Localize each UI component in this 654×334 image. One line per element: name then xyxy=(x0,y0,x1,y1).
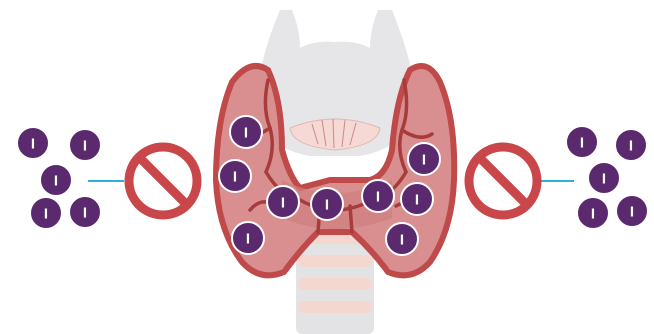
iodine-atom: I xyxy=(311,188,343,220)
iodine-symbol: I xyxy=(246,231,250,248)
iodine-symbol: I xyxy=(630,204,634,221)
iodine-atom: I xyxy=(232,222,264,254)
iodine-atom: I xyxy=(30,197,62,229)
iodine-atom: I xyxy=(616,195,648,227)
iodine-symbol: I xyxy=(629,138,633,155)
iodine-symbol: I xyxy=(400,232,404,249)
iodine-symbol: I xyxy=(44,206,48,223)
iodine-atom: I xyxy=(219,160,251,192)
iodine-atom: I xyxy=(40,164,72,196)
iodine-symbol: I xyxy=(31,136,35,153)
iodine-symbol: I xyxy=(281,195,285,212)
iodine-symbol: I xyxy=(602,171,606,188)
iodine-atom: I xyxy=(577,197,609,229)
iodine-atom: I xyxy=(566,126,598,158)
iodine-atom: I xyxy=(588,162,620,194)
left-prohibition-icon xyxy=(129,147,197,215)
iodine-symbol: I xyxy=(83,205,87,222)
iodine-symbol: I xyxy=(244,125,248,142)
iodine-atom: I xyxy=(386,223,418,255)
right-prohibition-icon xyxy=(469,147,537,215)
iodine-symbol: I xyxy=(54,173,58,190)
iodine-atom: I xyxy=(69,129,101,161)
iodine-atom: I xyxy=(408,143,440,175)
iodine-atom: I xyxy=(17,127,49,159)
iodine-atom: I xyxy=(230,116,262,148)
iodine-symbol: I xyxy=(415,192,419,209)
iodine-symbol: I xyxy=(376,189,380,206)
iodine-symbol: I xyxy=(83,138,87,155)
iodine-atom: I xyxy=(69,196,101,228)
iodine-symbol: I xyxy=(591,206,595,223)
iodine-symbol: I xyxy=(580,135,584,152)
iodine-symbol: I xyxy=(325,197,329,214)
iodine-atom: I xyxy=(267,186,299,218)
iodine-atom: I xyxy=(401,183,433,215)
iodine-symbol: I xyxy=(233,169,237,186)
iodine-atom: I xyxy=(615,129,647,161)
iodine-atom: I xyxy=(362,180,394,212)
iodine-symbol: I xyxy=(422,152,426,169)
